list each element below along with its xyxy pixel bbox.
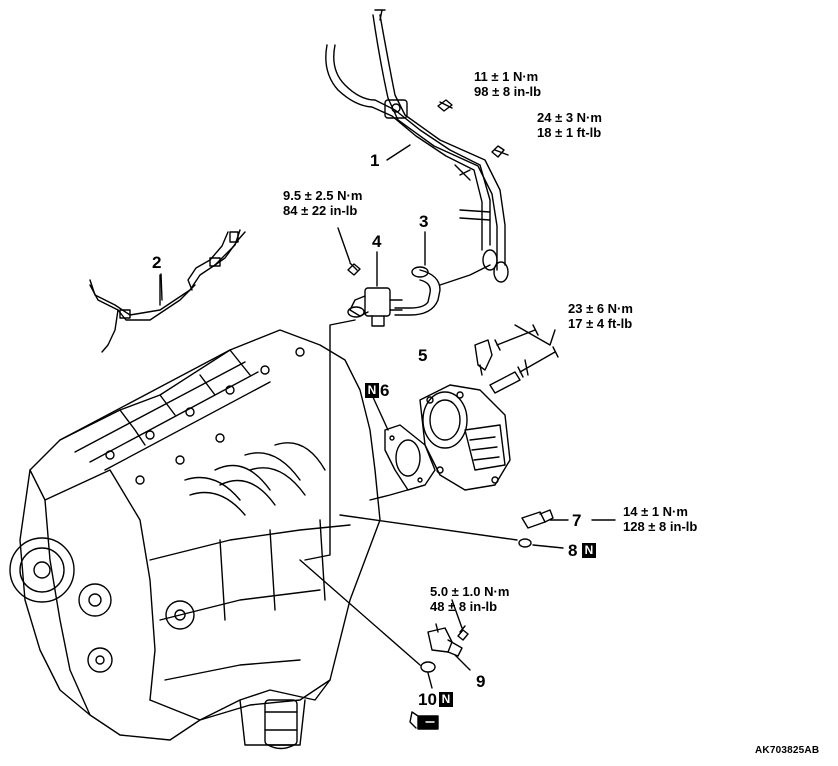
torque-spec-tube-nut: 24 ± 3 N·m 18 ± 1 ft-lb [537,110,602,140]
part-2-vacuum-hose [89,229,246,353]
torque-metric: 9.5 ± 2.5 N·m [283,188,363,203]
callout-1: 1 [370,151,380,170]
callout-4: 4 [372,232,382,251]
torque-imperial: 17 ± 4 ft-lb [568,316,633,331]
callout-10: 10 [418,690,437,709]
callout-5: 5 [418,346,428,365]
drawing-id: AK703825AB [755,745,820,756]
torque-spec-sensor-9: 5.0 ± 1.0 N·m 48 ± 8 in-lb [430,584,509,614]
torque-imperial: 84 ± 22 in-lb [283,203,358,218]
part-4-valve [304,227,403,561]
engine-assembly [9,329,381,750]
torque-imperial: 98 ± 8 in-lb [474,84,542,99]
part-1-water-tube-assembly [325,9,509,283]
part-10-o-ring [299,559,439,730]
callout-8: 8 [568,541,578,560]
part-8-o-ring [339,514,564,549]
callout-2: 2 [152,253,162,272]
part-5-throttle-body [419,324,559,491]
new-part-badge-10: N [439,692,453,707]
torque-imperial: 48 ± 8 in-lb [430,599,498,614]
torque-spec-valve-bolt: 9.5 ± 2.5 N·m 84 ± 22 in-lb [283,188,362,218]
torque-metric: 5.0 ± 1.0 N·m [430,584,510,599]
new-part-mark: N [367,383,377,397]
new-part-badge-8: N [582,543,596,558]
new-part-badge-6: N [365,383,379,398]
torque-spec-tube-bolt: 11 ± 1 N·m 98 ± 8 in-lb [474,69,541,99]
callout-3: 3 [419,212,429,231]
new-part-mark: N [584,543,594,557]
torque-spec-sensor-7: 14 ± 1 N·m 128 ± 8 in-lb [623,504,697,534]
torque-spec-throttle-body: 23 ± 6 N·m 17 ± 4 ft-lb [568,301,633,331]
callout-9: 9 [476,672,486,691]
torque-imperial: 18 ± 1 ft-lb [537,125,602,140]
callout-6: 6 [380,381,390,400]
part-6-gasket [369,394,436,501]
torque-metric: 23 ± 6 N·m [568,301,633,316]
new-part-mark: N [441,692,451,706]
callout-7: 7 [572,511,582,530]
torque-imperial: 128 ± 8 in-lb [623,519,698,534]
torque-metric: 24 ± 3 N·m [537,110,602,125]
torque-metric: 14 ± 1 N·m [623,504,688,519]
part-7-sensor [521,509,616,529]
part-9-sensor [427,599,471,671]
part-3-hose [394,231,491,316]
torque-metric: 11 ± 1 N·m [474,69,539,84]
